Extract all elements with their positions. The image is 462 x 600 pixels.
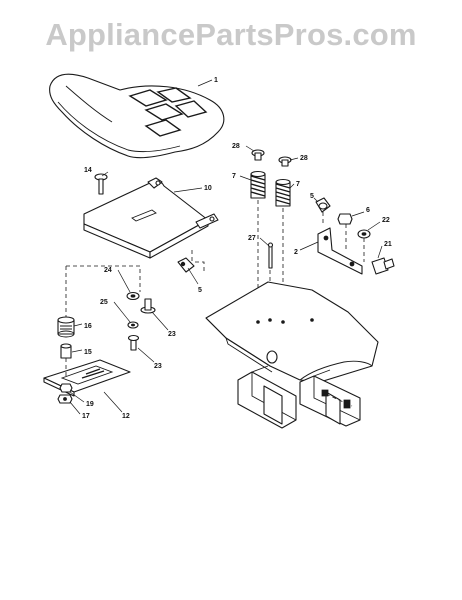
- nut-6[interactable]: [337, 213, 353, 225]
- nut-19[interactable]: [59, 383, 73, 393]
- pin[interactable]: [267, 242, 274, 269]
- callout-21: 21: [384, 241, 392, 248]
- callout-19: 19: [86, 401, 94, 408]
- nut-17[interactable]: [57, 394, 73, 404]
- callout-7-right: 7: [296, 181, 300, 188]
- bolt-21[interactable]: [371, 257, 395, 275]
- callout-15: 15: [84, 349, 92, 356]
- spring-left[interactable]: [250, 170, 266, 199]
- callout-25: 25: [100, 299, 108, 306]
- spring-cap-left[interactable]: [251, 149, 265, 161]
- callout-10: 10: [204, 185, 212, 192]
- spacer[interactable]: [60, 343, 72, 359]
- callout-17: 17: [82, 413, 90, 420]
- callout-5-right: 5: [310, 193, 314, 200]
- callout-28-right: 28: [300, 155, 308, 162]
- seat-pan[interactable]: [83, 177, 219, 259]
- frame-bolt: [321, 389, 351, 409]
- callout-14: 14: [84, 167, 92, 174]
- bolt-23-upper[interactable]: [140, 298, 156, 314]
- callout-23-lower: 23: [154, 363, 162, 370]
- adjust-knob[interactable]: [315, 197, 331, 213]
- callout-24: 24: [104, 267, 112, 274]
- callout-7-left: 7: [232, 173, 236, 180]
- callout-27: 27: [248, 235, 256, 242]
- washer-25[interactable]: [127, 321, 139, 329]
- watermark-text: AppliancePartsPros.com: [45, 17, 417, 52]
- callout-12: 12: [122, 413, 130, 420]
- callout-23-upper: 23: [168, 331, 176, 338]
- leader-lines: [69, 79, 383, 415]
- washer-22[interactable]: [357, 229, 371, 239]
- spring-right[interactable]: [275, 178, 291, 207]
- callout-6: 6: [366, 207, 370, 214]
- seat-hinge-plate[interactable]: [43, 359, 131, 397]
- fender-frame: [205, 281, 379, 429]
- spring-cap-right[interactable]: [278, 156, 292, 167]
- callout-5-left: 5: [198, 287, 202, 294]
- callout-16: 16: [84, 323, 92, 330]
- bushing[interactable]: [57, 316, 75, 338]
- seat-adjust-bracket[interactable]: [317, 227, 363, 275]
- washer-24[interactable]: [126, 291, 140, 301]
- callout-22: 22: [382, 217, 390, 224]
- seat-bolt[interactable]: [94, 173, 108, 195]
- bolt-23-lower[interactable]: [127, 334, 140, 351]
- callout-labels: 1 14 10 5 24 25 23 23 16 15 12 19 17 28 …: [82, 77, 392, 420]
- seat-clip[interactable]: [177, 257, 195, 273]
- callout-1: 1: [214, 77, 218, 84]
- callout-28-left: 28: [232, 143, 240, 150]
- seat[interactable]: [49, 73, 225, 159]
- callout-2: 2: [294, 249, 298, 256]
- seat-pad-grid: [128, 87, 208, 137]
